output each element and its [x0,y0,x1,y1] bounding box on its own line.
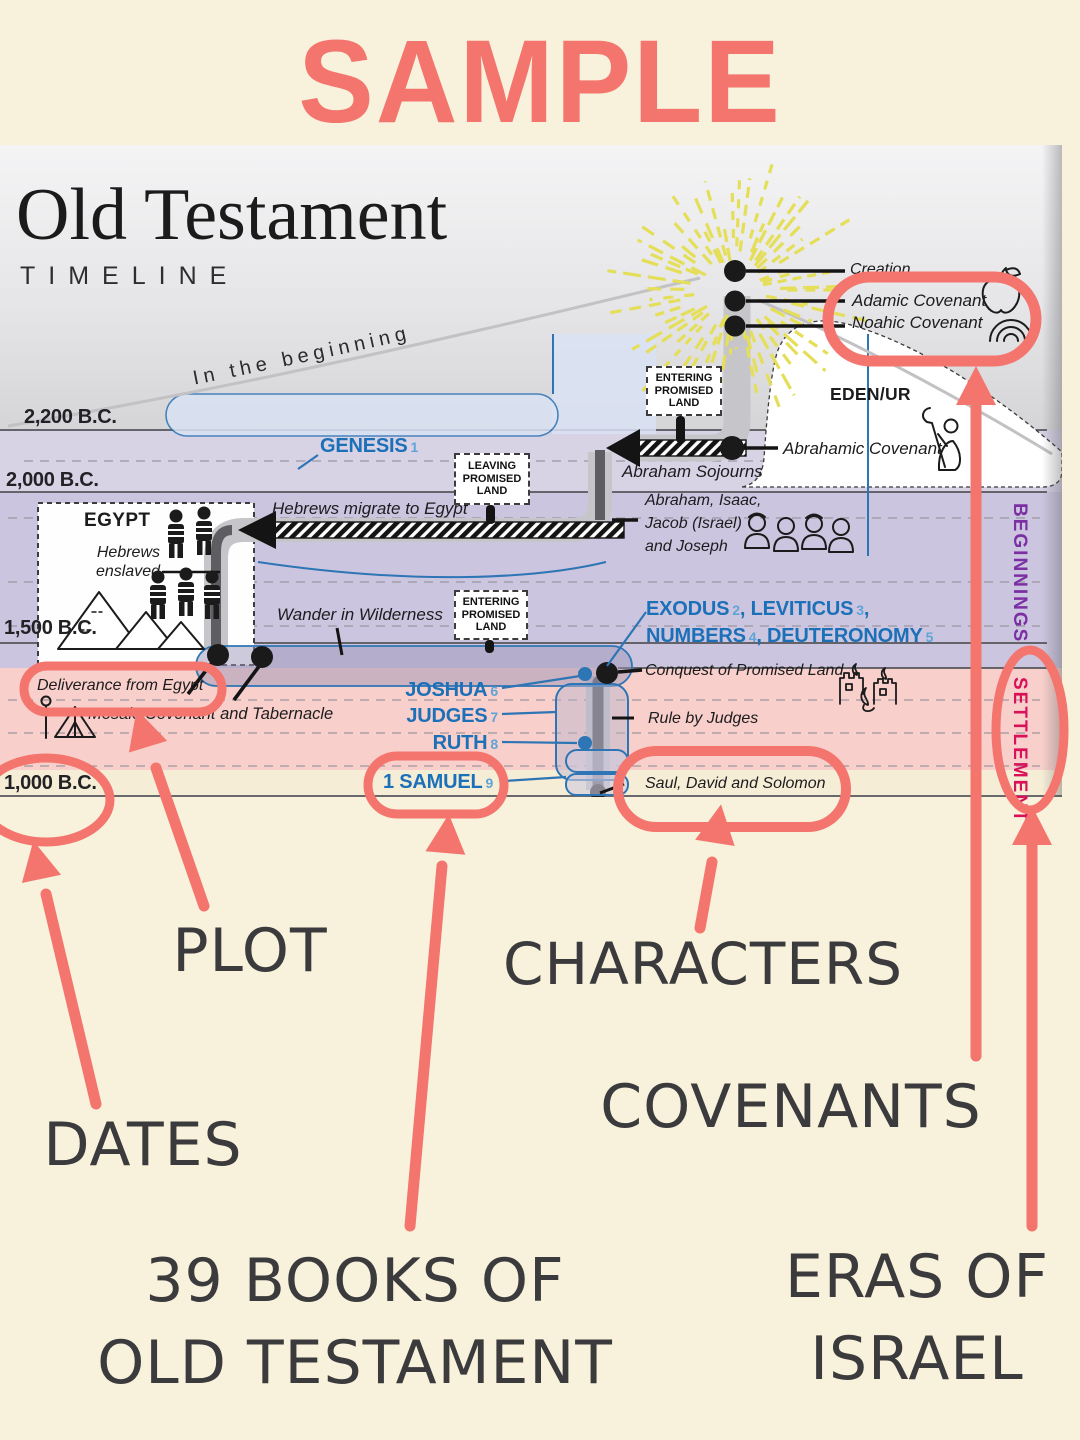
event-wander: Wander in Wilderness [277,605,443,624]
sample-watermark: SAMPLE [298,16,782,148]
annotation-dates: DATES [43,1110,243,1180]
chart-title: Old Testament [16,174,448,256]
event-noahic-covenant: Noahic Covenant [852,313,983,332]
date-1000: 1,000 B.C. [4,772,97,794]
event-patriarchs-1: Abraham, Isaac, [645,492,762,509]
annotation-covenants: COVENANTS [600,1072,982,1142]
date-2000: 2,000 B.C. [6,469,99,491]
event-abrahamic-covenant: Abrahamic Covenant [783,439,942,458]
era-beginnings: BEGINNINGS [1009,503,1030,644]
annotation-plot: PLOT [172,916,328,986]
event-migrate: Hebrews migrate to Egypt [272,499,468,518]
date-1500: 1,500 B.C. [4,617,97,639]
event-mosaic-covenant: Mosaic Covenant and Tabernacle [88,705,334,723]
era-band-1000 [0,770,1062,797]
event-saul-david-solomon: Saul, David and Solomon [645,775,826,792]
chart-right-edge [1042,145,1062,797]
annotation-books-line1: 39 BOOKS OF [145,1246,565,1316]
event-abraham-sojourns: Abraham Sojourns [622,462,763,481]
eden-ur-label: EDEN/UR [830,384,911,404]
timeline-chart: In the beginning [0,145,1062,824]
era-settlement: SETTLEMENT [1009,677,1030,824]
event-rule-judges: Rule by Judges [648,710,759,727]
annotation-eras-line1: ERAS OF [784,1242,1050,1312]
event-creation: Creation [850,261,911,278]
egypt-label: EGYPT [84,510,151,531]
annotation-characters: CHARACTERS [502,930,904,998]
event-conquest: Conquest of Promised Land [645,662,844,679]
event-adamic-covenant: Adamic Covenant [852,291,987,310]
date-2200: 2,200 B.C. [24,406,117,428]
event-patriarchs-2: Jacob (Israel) [645,515,742,532]
event-patriarchs-3: and Joseph [645,538,728,555]
event-deliverance: Deliverance from Egypt [37,677,204,694]
chart-subtitle: TIMELINE [20,262,240,290]
annotation-books-line2: OLD TESTAMENT [97,1328,613,1398]
annotation-eras-line2: ISRAEL [810,1324,1024,1394]
